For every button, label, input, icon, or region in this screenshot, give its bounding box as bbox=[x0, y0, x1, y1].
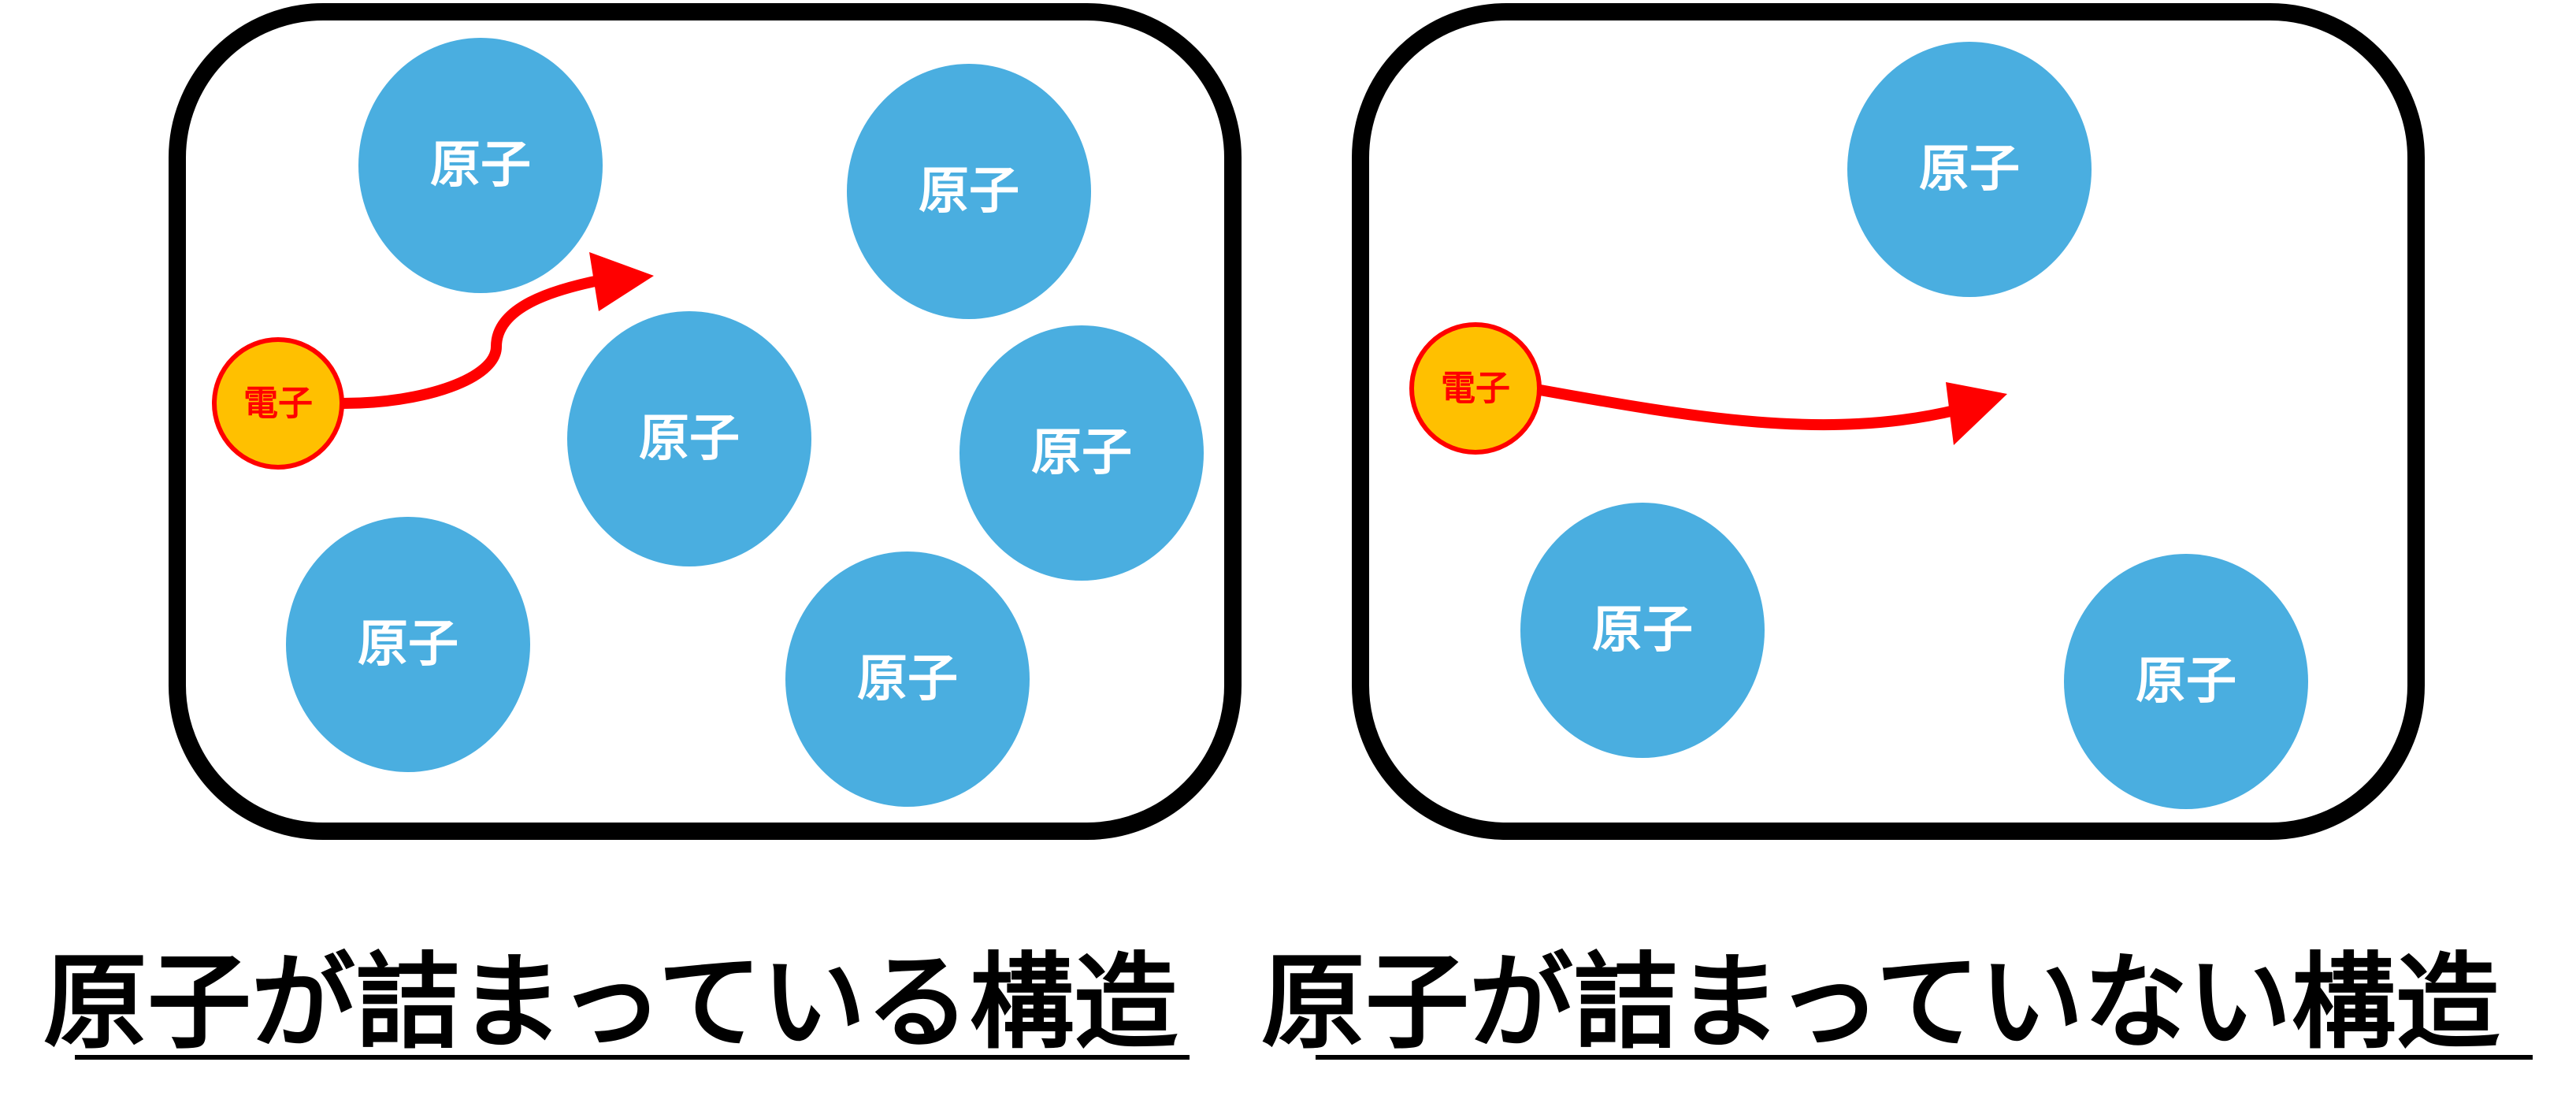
atom-label: 原子 bbox=[639, 410, 740, 468]
electron-path bbox=[1535, 384, 1963, 431]
panel-sparse-frame bbox=[1352, 3, 2425, 840]
electron-label: 電子 bbox=[1441, 369, 1510, 409]
atom-label: 原子 bbox=[857, 650, 958, 708]
atom: 原子 bbox=[785, 552, 1030, 807]
atom: 原子 bbox=[2064, 554, 2308, 809]
atom: 原子 bbox=[286, 517, 530, 772]
electron-label: 電子 bbox=[243, 384, 313, 424]
atom-label: 原子 bbox=[1031, 424, 1132, 482]
atom-label: 原子 bbox=[358, 615, 458, 674]
atom-label: 原子 bbox=[1919, 140, 2020, 199]
atom: 原子 bbox=[567, 311, 811, 566]
atom: 原子 bbox=[358, 38, 603, 293]
atom-label: 原子 bbox=[1592, 601, 1693, 659]
atom: 原子 bbox=[847, 64, 1091, 319]
caption-packed: 原子が詰まっている構造 bbox=[43, 942, 1178, 1064]
arrow-head bbox=[1946, 382, 2007, 445]
electron: 電子 bbox=[1409, 322, 1542, 455]
panel-packed: 原子 原子 原子 原子 原子 原子 電子 原子が詰まっている構造 bbox=[43, 3, 1242, 1064]
caption-sparse: 原子が詰まっていない構造 bbox=[1261, 942, 2500, 1064]
atom-label: 原子 bbox=[919, 162, 1019, 221]
arrow-head bbox=[589, 252, 654, 311]
atom: 原子 bbox=[1520, 503, 1765, 758]
atom: 原子 bbox=[960, 325, 1204, 581]
atom-label: 原子 bbox=[2136, 652, 2236, 711]
atom-label: 原子 bbox=[430, 136, 531, 195]
panel-packed-frame bbox=[169, 3, 1242, 840]
atom: 原子 bbox=[1847, 42, 2092, 297]
panel-sparse: 原子 原子 原子 電子 原子が詰まっていない構造 bbox=[1261, 3, 2533, 1064]
electron: 電子 bbox=[212, 337, 344, 470]
electron-path bbox=[337, 274, 608, 409]
